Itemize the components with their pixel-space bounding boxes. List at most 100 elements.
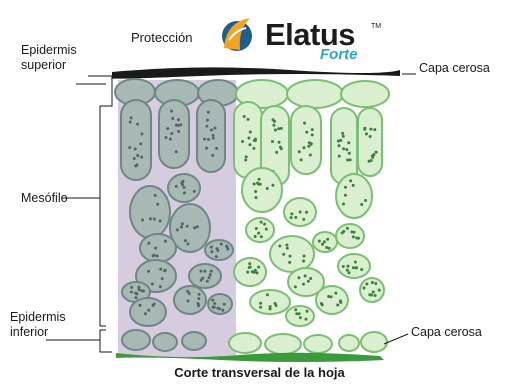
chloroplast [303,255,306,258]
chloroplast [159,268,162,271]
chloroplast [156,255,159,258]
chloroplast [339,301,342,304]
chloroplast [274,129,277,132]
chloroplast [186,225,189,228]
chloroplast [370,159,373,162]
chloroplast [328,247,331,250]
chloroplast [164,240,167,243]
chloroplast [336,303,339,306]
chloroplast [176,228,179,231]
chloroplast [203,138,206,141]
chloroplast [213,127,216,130]
chloroplast [278,244,281,247]
chloroplast [164,269,167,272]
chloroplast [183,186,186,189]
chloroplast [254,190,257,193]
lower-epidermis-cell [122,330,150,350]
chloroplast [305,318,308,321]
chloroplast [170,132,173,135]
chloroplast [303,122,306,125]
chloroplast [212,134,215,137]
chloroplast [257,266,260,269]
chloroplast [177,130,180,133]
chloroplast [266,293,269,296]
chloroplast [182,180,185,183]
diagram-caption: Corte transversal de la hoja [0,365,519,380]
chloroplast [348,271,351,274]
spongy-cell [189,264,221,288]
chloroplast [208,276,211,279]
waxy-bottom-leader [384,334,408,344]
chloroplast [140,156,143,159]
chloroplast [144,312,147,315]
chloroplast [142,290,145,293]
chloroplast [140,132,143,135]
chloroplast [215,247,218,250]
chloroplast [375,151,378,154]
chloroplast [311,128,314,131]
chloroplast [280,147,283,150]
waxy-layer-top [111,67,400,78]
mesophyll-label: Mesófilo [21,191,68,206]
chloroplast [309,277,312,280]
chloroplast [188,292,191,295]
chloroplast [171,117,174,120]
chloroplast [288,255,291,258]
chloroplast [154,247,157,250]
chloroplast [275,151,278,154]
chloroplast [371,156,374,159]
chloroplast [309,154,312,157]
chloroplast [277,127,280,130]
chloroplast [306,310,309,313]
chloroplast [369,135,372,138]
chloroplast [139,142,142,145]
lower-epidermis-cell [153,333,177,351]
chloroplast [378,289,381,292]
chloroplast [151,283,154,286]
chloroplast [206,280,209,283]
chloroplast [348,152,351,155]
chloroplast [321,243,324,246]
upper-epidermis-cell [341,81,389,107]
chloroplast [259,306,262,309]
chloroplast [141,219,144,222]
spongy-cell [316,286,348,314]
chloroplast [211,299,214,302]
chloroplast [177,118,180,121]
chloroplast [282,253,285,256]
protection-label: Protección [131,30,192,45]
chloroplast [166,127,169,130]
chloroplast [294,308,297,311]
chloroplast [147,270,150,273]
chloroplast [213,306,216,309]
chloroplast [346,158,349,161]
chloroplast [133,157,136,160]
chloroplast [344,186,347,189]
chloroplast [305,131,308,134]
chloroplast [211,250,214,253]
chloroplast [245,155,248,158]
lower-epidermis-cell [339,335,359,351]
chloroplast [290,216,293,219]
chloroplast [196,225,199,228]
chloroplast [205,125,208,128]
chloroplast [307,280,310,283]
chloroplast [136,292,139,295]
chloroplast [156,203,159,206]
chloroplast [304,274,307,277]
chloroplast [352,235,355,238]
chloroplast [153,303,156,306]
chloroplast [205,147,208,150]
chloroplast [149,217,152,220]
chloroplast [256,182,259,185]
chloroplast [369,128,372,131]
chloroplast [338,155,341,158]
chloroplast [337,144,340,147]
waxy-layer-top-label: Capa cerosa [419,61,490,76]
chloroplast [339,139,342,142]
upper-epidermis-cell [287,80,343,108]
chloroplast [365,132,368,135]
chloroplast [225,245,228,248]
spongy-cell [242,168,282,212]
